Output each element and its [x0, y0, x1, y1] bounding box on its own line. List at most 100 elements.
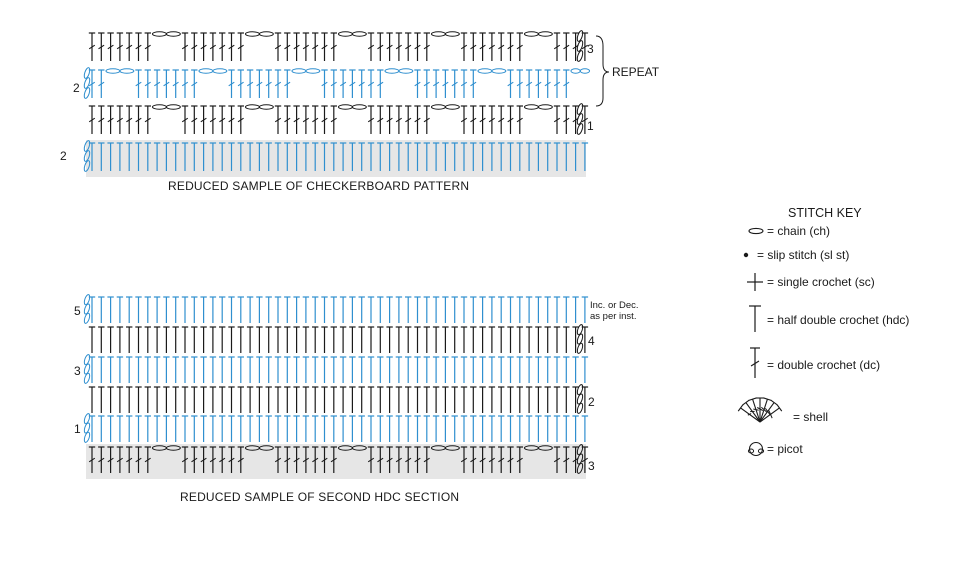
checkerboard-row-label-1: 1 [587, 119, 594, 133]
hdc-row-label-4: 4 [588, 334, 595, 348]
turning-chain [576, 324, 584, 336]
repeat-brace [595, 35, 610, 107]
chain-stitch [430, 31, 446, 37]
chain-stitch [537, 31, 553, 37]
hdc-row-label-1: 1 [74, 422, 81, 436]
chain-stitch [570, 68, 581, 74]
chain-stitch [165, 104, 181, 110]
checkerboard-row-3 [83, 140, 589, 177]
stitch-key [737, 227, 783, 457]
chain-stitch [430, 104, 446, 110]
chain-stitch [151, 31, 167, 37]
chain-icon [748, 227, 764, 235]
turning-chain [576, 50, 584, 62]
turning-chain [576, 384, 584, 396]
hdc-section-row-4 [83, 413, 589, 443]
turning-chain [576, 462, 584, 474]
chain-stitch [151, 104, 167, 110]
inc-dec-note-line1: Inc. or Dec. [590, 300, 639, 311]
checkerboard-repeat-label: REPEAT [612, 65, 660, 79]
turning-chain [83, 294, 91, 306]
chain-stitch [351, 31, 367, 37]
checkerboard-row-label-2: 2 [73, 81, 80, 95]
turning-chain [576, 393, 584, 405]
turning-chain [576, 103, 584, 115]
shaded-foundation-band [86, 140, 586, 177]
turning-chain [83, 67, 91, 79]
turning-chain [83, 413, 91, 425]
hdc-section-row-3 [88, 384, 589, 414]
turning-chain [576, 113, 584, 125]
stitch-key-title: STITCH KEY [788, 206, 862, 220]
key-label-single-crochet: = single crochet (sc) [767, 275, 875, 289]
turning-chain [576, 453, 584, 465]
turning-chain [83, 422, 91, 434]
chain-stitch [105, 68, 121, 74]
chain-stitch [384, 68, 400, 74]
chain-stitch [579, 68, 591, 74]
key-label-half-double-crochet: = half double crochet (hdc) [767, 313, 910, 327]
double-crochet-icon [750, 347, 760, 378]
chain-stitch [258, 104, 274, 110]
turning-chain [83, 160, 91, 172]
hdc-row-label-base: 3 [588, 459, 595, 473]
chain-stitch [212, 68, 228, 74]
turning-chain [83, 372, 91, 384]
checkerboard-row-label-3: 3 [587, 42, 594, 56]
turning-chain [576, 30, 584, 42]
key-label-chain: = chain (ch) [767, 224, 831, 238]
single-crochet-icon [747, 273, 763, 291]
chain-stitch [523, 31, 539, 37]
checkerboard-caption: REDUCED SAMPLE OF CHECKERBOARD PATTERN [168, 179, 470, 193]
chain-stitch [244, 31, 260, 37]
checkerboard-row-0 [88, 30, 589, 62]
turning-chain [576, 444, 584, 456]
half-double-crochet-icon [749, 305, 761, 332]
checkerboard-row-label-base: 2 [60, 149, 67, 163]
turning-chain [576, 123, 584, 135]
turning-chain [83, 87, 91, 99]
chain-stitch [244, 104, 260, 110]
hdc-section-row-2 [83, 354, 589, 384]
turning-chain [576, 333, 584, 345]
chain-stitch [351, 445, 367, 451]
turning-chain [83, 312, 91, 324]
picot-icon [747, 441, 765, 457]
turning-chain [576, 402, 584, 414]
chain-stitch [258, 31, 274, 37]
chain-stitch [444, 31, 460, 37]
shell-icon [737, 397, 783, 423]
turning-chain [83, 354, 91, 366]
turning-chain [576, 342, 584, 354]
chain-stitch [291, 68, 307, 74]
key-label-shell: = shell [793, 410, 829, 424]
hdc-section-caption: REDUCED SAMPLE OF SECOND HDC SECTION [180, 490, 460, 504]
turning-chain [83, 140, 91, 152]
chain-stitch [337, 104, 353, 110]
checkerboard-row-1 [83, 67, 591, 99]
checkerboard-row-2 [88, 103, 589, 135]
hdc-section-row-5 [86, 444, 589, 479]
chain-stitch [351, 104, 367, 110]
chain-stitch [198, 68, 214, 74]
hdc-row-label-5: 5 [74, 304, 81, 318]
chain-stitch [491, 68, 507, 74]
chain-stitch [165, 445, 181, 451]
chain-stitch [537, 445, 553, 451]
chain-stitch [523, 104, 539, 110]
chain-stitch [165, 31, 181, 37]
chain-stitch [337, 31, 353, 37]
turning-chain [83, 303, 91, 315]
turning-chain [83, 150, 91, 162]
turning-chain [83, 431, 91, 443]
inc-dec-note-line2: as per inst. [590, 311, 637, 322]
turning-chain [83, 77, 91, 89]
turning-chain [576, 40, 584, 52]
hdc-section-row-0 [83, 294, 589, 324]
turning-chain [83, 363, 91, 375]
hdc-row-label-3: 3 [74, 364, 81, 378]
chain-stitch [537, 104, 553, 110]
key-label-double-crochet: = double crochet (dc) [767, 358, 881, 372]
